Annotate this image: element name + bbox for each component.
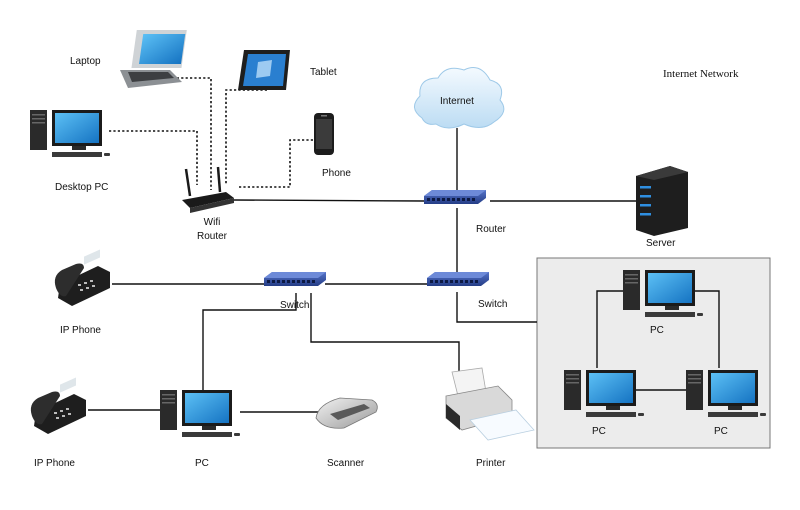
smartphone-icon bbox=[314, 113, 334, 155]
tablet-icon bbox=[238, 50, 290, 90]
scanner-icon bbox=[315, 397, 378, 429]
wifi-router-icon bbox=[182, 166, 234, 213]
desktop-pc-icon bbox=[30, 110, 110, 157]
wireless-links bbox=[109, 77, 313, 190]
switch-icon bbox=[427, 272, 489, 286]
wifi-router-label-line1: Wifi bbox=[204, 217, 221, 228]
internet-label: Internet bbox=[440, 96, 474, 107]
pc-main-label: PC bbox=[195, 458, 209, 469]
desktop-pc-label: Desktop PC bbox=[55, 182, 108, 193]
internet-cloud: Internet bbox=[414, 67, 505, 129]
wifi-router-label-line2: Router bbox=[197, 231, 228, 242]
printer-icon bbox=[445, 367, 535, 441]
ip-phone-icon bbox=[30, 377, 86, 434]
laptop-icon bbox=[120, 30, 187, 88]
switch-icon bbox=[264, 272, 326, 286]
ip-phone-2-label: IP Phone bbox=[34, 458, 75, 469]
pc-icon bbox=[160, 390, 240, 437]
router-icon bbox=[424, 190, 486, 204]
ip-phone-icon bbox=[54, 249, 110, 306]
phone-label: Phone bbox=[322, 168, 351, 179]
diagram-title: Internet Network bbox=[663, 68, 739, 80]
switch-1-label: Switch bbox=[280, 300, 309, 311]
laptop-label: Laptop bbox=[70, 56, 101, 67]
pc-left-label: PC bbox=[592, 426, 606, 437]
ip-phone-1-label: IP Phone bbox=[60, 325, 101, 336]
switch-2-label: Switch bbox=[478, 299, 507, 310]
pc-top-label: PC bbox=[650, 325, 664, 336]
printer-label: Printer bbox=[476, 458, 506, 469]
scanner-label: Scanner bbox=[327, 458, 365, 469]
pc-right-label: PC bbox=[714, 426, 728, 437]
tablet-label: Tablet bbox=[310, 67, 337, 78]
wired-links bbox=[88, 128, 720, 413]
router-label: Router bbox=[476, 224, 507, 235]
server-icon bbox=[636, 166, 688, 236]
server-label: Server bbox=[646, 238, 676, 249]
